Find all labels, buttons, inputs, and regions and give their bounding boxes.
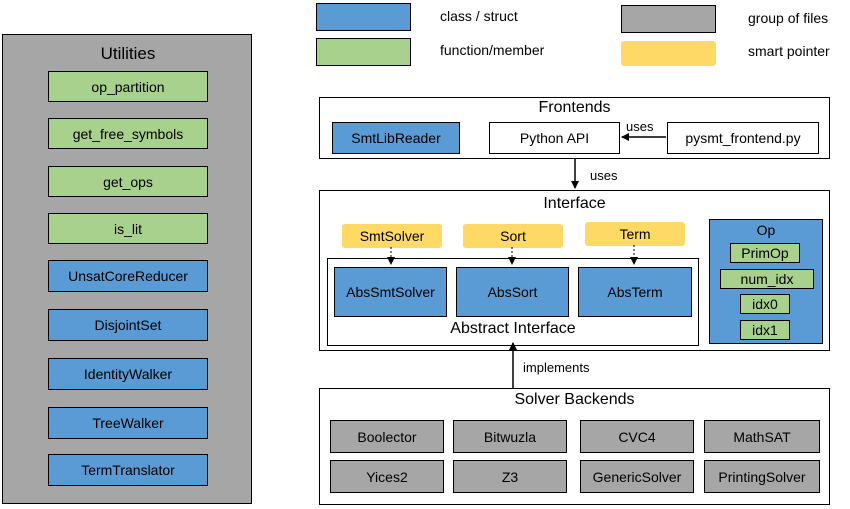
op-member-num-idx: num_idx (720, 269, 814, 289)
backend-printingsolver: PrintingSolver (704, 460, 820, 493)
interface-title: Interface (543, 195, 606, 212)
smart-pointer-sort: Sort (463, 224, 563, 248)
abstract-interface-title: Abstract Interface (450, 320, 576, 337)
op-title: Op (756, 222, 776, 238)
legend-group-swatch (621, 5, 716, 33)
frontend-python-api: Python API (489, 122, 620, 154)
frontends-uses-interface-label: uses (590, 168, 618, 183)
util-class-termtranslator: TermTranslator (48, 454, 208, 486)
interface-panel: Interface SmtSolver Sort Term AbsSmtSolv… (319, 190, 830, 351)
legend-group-label: group of files (748, 10, 829, 26)
backend-yices2: Yices2 (330, 460, 444, 493)
frontend-smtlibreader: SmtLibReader (332, 122, 460, 154)
util-class-unsatcorereducer: UnsatCoreReducer (48, 260, 208, 292)
legend-class-swatch (316, 3, 411, 31)
utilities-title: Utilities (100, 44, 156, 63)
util-class-identitywalker: IdentityWalker (48, 358, 208, 390)
abstract-class-absterm: AbsTerm (578, 267, 692, 317)
util-func-op-partition: op_partition (48, 71, 208, 102)
op-group: Op PrimOp num_idx idx0 idx1 (709, 219, 823, 344)
smart-pointer-smtsolver: SmtSolver (342, 224, 442, 248)
op-member-idx0: idx0 (740, 294, 790, 314)
frontends-panel: Frontends SmtLibReader Python API pysmt_… (319, 97, 830, 159)
backends-panel: Solver Backends Boolector Bitwuzla CVC4 … (319, 388, 830, 505)
legend-function-label: function/member (440, 42, 545, 58)
backends-title: Solver Backends (514, 391, 635, 408)
util-class-disjointset: DisjointSet (48, 309, 208, 341)
implements-label: implements (523, 360, 590, 375)
util-class-treewalker: TreeWalker (48, 407, 208, 439)
legend-function-swatch (316, 38, 411, 66)
abstract-class-abssmtsolver: AbsSmtSolver (334, 267, 447, 317)
frontend-pysmt-frontend: pysmt_frontend.py (667, 122, 819, 154)
backend-bitwuzla: Bitwuzla (453, 420, 567, 453)
backend-z3: Z3 (453, 460, 567, 493)
op-member-primop: PrimOp (730, 243, 800, 263)
frontends-title: Frontends (538, 99, 611, 116)
legend-class-label: class / struct (440, 8, 518, 24)
util-func-get-ops: get_ops (48, 166, 208, 197)
abstract-interface-box: AbsSmtSolver AbsSort AbsTerm Abstract In… (327, 258, 699, 346)
legend-smart-pointer-swatch (621, 41, 716, 66)
backend-cvc4: CVC4 (580, 420, 694, 453)
op-member-idx1: idx1 (740, 320, 790, 340)
frontend-uses-label: uses (626, 119, 654, 134)
util-func-get-free-symbols: get_free_symbols (48, 118, 208, 149)
abstract-class-abssort: AbsSort (456, 267, 569, 317)
smart-pointer-term: Term (585, 222, 685, 246)
backend-genericsolver: GenericSolver (580, 460, 694, 493)
util-func-is-lit: is_lit (48, 213, 208, 244)
legend-smart-pointer-label: smart pointer (748, 43, 830, 59)
backend-mathsat: MathSAT (704, 420, 820, 453)
backend-boolector: Boolector (330, 420, 444, 453)
utilities-panel: Utilities op_partition get_free_symbols … (2, 34, 252, 504)
